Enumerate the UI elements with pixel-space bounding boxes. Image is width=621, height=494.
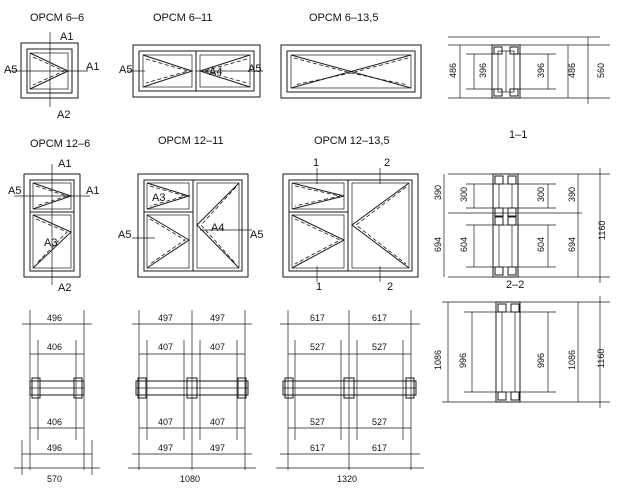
title-orsm-6-13-5: ОРСМ 6–13,5 (309, 12, 378, 24)
window-orsm-12-11 (132, 173, 252, 278)
title-section-2-2: 2–2 (506, 279, 524, 291)
mark-a2-bottom-66: A2 (57, 109, 70, 121)
dim-996-right: 996 (536, 353, 546, 368)
dim-407-top-right: 407 (210, 342, 225, 352)
mark-a5-left-66: A5 (4, 64, 17, 76)
dim-390-right: 390 (567, 187, 577, 202)
plan-1320 (276, 310, 424, 470)
dim-617-top-left: 617 (310, 313, 325, 323)
plan-1080 (128, 310, 256, 470)
dim-570: 570 (47, 474, 62, 484)
window-orsm-6-6 (10, 32, 88, 107)
dim-497-bottom-left: 497 (158, 443, 173, 453)
mark-a1-right-66: A1 (86, 61, 99, 73)
window-orsm-12-6 (14, 164, 90, 285)
dim-1160-1-1: 1160 (597, 221, 607, 240)
dim-396-left: 396 (478, 63, 488, 78)
mark-a5-right-611: A5 (248, 63, 261, 75)
window-orsm-12-13-5 (282, 168, 419, 282)
dim-617-bottom-left: 617 (310, 443, 325, 453)
dim-300-right: 300 (536, 187, 546, 202)
dim-406-bottom: 406 (47, 417, 62, 427)
mark-a4-1211: A4 (211, 222, 224, 234)
dim-486-right: 486 (567, 63, 577, 78)
dim-527-bottom-left: 527 (310, 417, 325, 427)
dim-527-bottom-right: 527 (372, 417, 387, 427)
dim-496-bottom: 496 (47, 443, 62, 453)
dim-560: 560 (596, 63, 606, 78)
dim-1320: 1320 (337, 474, 357, 484)
dim-604-left: 604 (459, 237, 469, 252)
mark-a2-bottom-126: A2 (58, 282, 71, 294)
section-2-2 (442, 296, 610, 408)
plan-570 (14, 310, 100, 475)
dim-486-left: 486 (448, 63, 458, 78)
dim-1086-right: 1086 (567, 350, 577, 370)
title-orsm-6-11: ОРСМ 6–11 (153, 12, 212, 24)
mark-a4-611: A4 (209, 66, 222, 78)
mark-a5-right-1211: A5 (250, 229, 263, 241)
dim-694-right: 694 (567, 237, 577, 252)
dim-1080: 1080 (180, 474, 200, 484)
mark-a3-1211: A3 (152, 192, 165, 204)
mark-a5-left-126: A5 (8, 185, 21, 197)
mark-a1-top-66: A1 (60, 31, 73, 43)
dim-406-top: 406 (47, 342, 62, 352)
title-section-1-1: 1–1 (509, 129, 527, 141)
dim-1160-2-2: 1160 (596, 349, 606, 368)
dim-407-bottom-left: 407 (158, 417, 173, 427)
window-orsm-6-13-5 (280, 44, 422, 99)
mark-a1-right-126: A1 (86, 185, 99, 197)
dim-300-left: 300 (459, 187, 469, 202)
dim-407-top-left: 407 (158, 342, 173, 352)
dim-617-top-right: 617 (372, 313, 387, 323)
mark-a3-126: A3 (44, 237, 57, 249)
dim-694-left: 694 (433, 237, 443, 252)
mark-section-1-top: 1 (313, 157, 319, 169)
window-orsm-6-11 (127, 44, 263, 98)
dim-527-top-right: 527 (372, 342, 387, 352)
dim-497-top-left: 497 (158, 313, 173, 323)
mark-a5-left-611: A5 (119, 64, 132, 76)
mark-a5-left-1211: A5 (118, 229, 131, 241)
dim-1086-left: 1086 (433, 350, 443, 370)
title-orsm-12-11: ОРСМ 12–11 (158, 135, 224, 147)
dim-496-top: 496 (47, 313, 62, 323)
dim-996-left: 996 (458, 353, 468, 368)
dim-497-top-right: 497 (210, 313, 225, 323)
mark-a1-top-126: A1 (58, 158, 71, 170)
dim-604-right: 604 (536, 237, 546, 252)
title-orsm-6-6: ОРСМ 6–6 (30, 12, 84, 24)
dim-390-left: 390 (433, 185, 443, 200)
section-6-series (448, 36, 610, 104)
mark-section-2-top: 2 (384, 157, 390, 169)
title-orsm-12-13-5: ОРСМ 12–13,5 (314, 135, 390, 147)
mark-section-2-bottom: 2 (387, 281, 393, 293)
dim-407-bottom-right: 407 (210, 417, 225, 427)
dim-617-bottom-right: 617 (372, 443, 387, 453)
dim-497-bottom-right: 497 (210, 443, 225, 453)
section-1-1 (443, 168, 610, 283)
title-orsm-12-6: ОРСМ 12–6 (30, 138, 90, 150)
dim-396-right: 396 (536, 63, 546, 78)
mark-section-1-bottom: 1 (316, 281, 322, 293)
dim-527-top-left: 527 (310, 342, 325, 352)
